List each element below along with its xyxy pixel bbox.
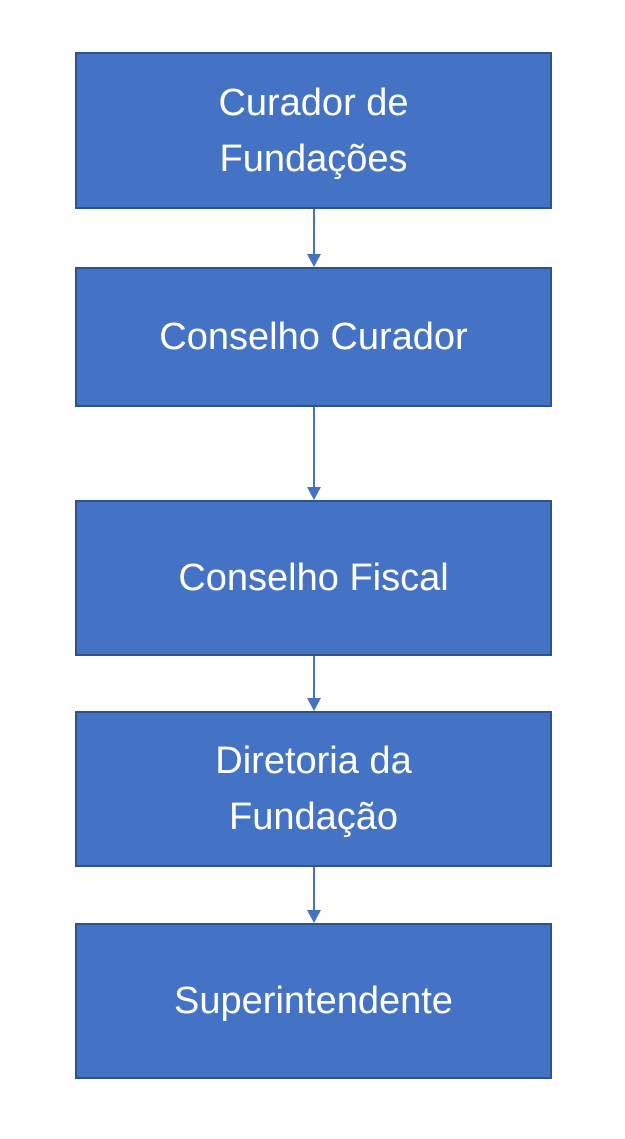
node-label: Conselho Fiscal (178, 557, 449, 599)
arrowhead-icon (307, 910, 321, 923)
connector-conselho-curador-to-conselho-fiscal (307, 407, 321, 500)
node-label: Superintendente (174, 980, 453, 1022)
node-label: Diretoria da Fundação (215, 740, 412, 838)
node-superintendente: Superintendente (75, 923, 552, 1079)
arrowhead-icon (307, 254, 321, 267)
connector-conselho-fiscal-to-diretoria (307, 656, 321, 711)
arrowhead-icon (307, 487, 321, 500)
node-label: Curador de Fundações (218, 81, 409, 180)
node-conselho-fiscal: Conselho Fiscal (75, 500, 552, 656)
node-label: Conselho Curador (159, 316, 468, 358)
arrowhead-icon (307, 698, 321, 711)
node-conselho-curador: Conselho Curador (75, 267, 552, 407)
node-curador-de-fundacoes: Curador de Fundações (75, 52, 552, 209)
connector-diretoria-to-superintendente (307, 867, 321, 923)
connector-curador-to-conselho-curador (307, 209, 321, 267)
node-diretoria-da-fundacao: Diretoria da Fundação (75, 711, 552, 867)
